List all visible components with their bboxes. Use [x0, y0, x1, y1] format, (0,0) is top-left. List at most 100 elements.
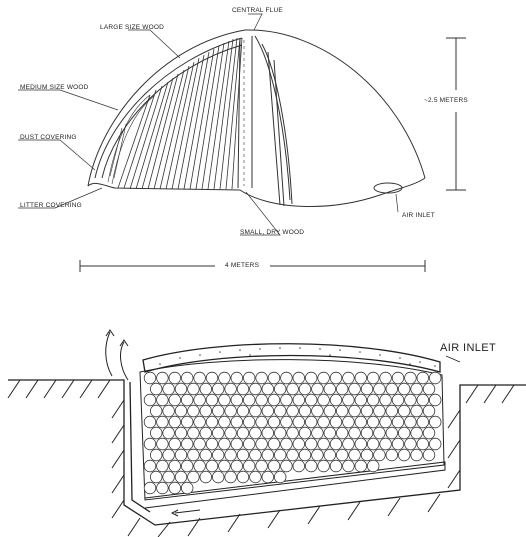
log: [157, 460, 169, 472]
log: [411, 449, 423, 461]
smoke-arrow-left: [121, 342, 128, 380]
log: [318, 438, 330, 450]
log: [175, 471, 187, 483]
log: [250, 427, 262, 439]
log: [293, 372, 305, 384]
log: [349, 449, 361, 461]
log: [429, 416, 441, 428]
log: [231, 394, 243, 406]
log: [361, 383, 373, 395]
log: [175, 383, 187, 395]
log: [219, 394, 231, 406]
log: [256, 372, 268, 384]
label-air-inlet-pit: AIR INLET: [440, 342, 496, 354]
log: [398, 427, 410, 439]
log: [299, 427, 311, 439]
log: [268, 372, 280, 384]
log: [299, 449, 311, 461]
log: [355, 438, 367, 450]
log: [349, 405, 361, 417]
log: [181, 394, 193, 406]
log: [417, 372, 429, 384]
log: [293, 416, 305, 428]
log: [144, 460, 156, 472]
log: [157, 394, 169, 406]
log: [212, 427, 224, 439]
log: [206, 438, 218, 450]
log: [287, 383, 299, 395]
log: [423, 383, 435, 395]
log: [423, 405, 435, 417]
log: [150, 383, 162, 395]
log: [287, 449, 299, 461]
label-central-flue: CENTRAL FLUE: [232, 7, 283, 14]
log: [200, 383, 212, 395]
log: [225, 449, 237, 461]
log: [188, 449, 200, 461]
log: [268, 394, 280, 406]
log: [305, 394, 317, 406]
log: [169, 416, 181, 428]
log: [157, 438, 169, 450]
log: [163, 405, 175, 417]
log: [411, 427, 423, 439]
log: [336, 449, 348, 461]
log: [293, 394, 305, 406]
log: [374, 427, 386, 439]
log: [163, 449, 175, 461]
log: [256, 394, 268, 406]
log: [305, 438, 317, 450]
label-width: 4 METERS: [225, 262, 259, 269]
log: [349, 427, 361, 439]
log: [219, 416, 231, 428]
log: [367, 416, 379, 428]
log: [318, 372, 330, 384]
log: [274, 405, 286, 417]
log: [374, 405, 386, 417]
log: [181, 416, 193, 428]
log: [268, 460, 280, 472]
log: [200, 471, 212, 483]
log: [157, 372, 169, 384]
label-medium-wood: MEDIUM SIZE WOOD: [20, 84, 89, 91]
log: [330, 394, 342, 406]
log: [250, 449, 262, 461]
log: [361, 427, 373, 439]
log: [318, 394, 330, 406]
log: [281, 416, 293, 428]
log: [405, 416, 417, 428]
log: [144, 438, 156, 450]
log: [312, 405, 324, 417]
log: [386, 449, 398, 461]
log: [194, 394, 206, 406]
log: [398, 405, 410, 417]
log: [349, 383, 361, 395]
log: [411, 405, 423, 417]
log: [398, 449, 410, 461]
log: [206, 372, 218, 384]
log: [206, 416, 218, 428]
log: [299, 405, 311, 417]
log: [423, 449, 435, 461]
log: [330, 460, 342, 472]
log: [293, 460, 305, 472]
log: [188, 427, 200, 439]
log: [219, 438, 231, 450]
log: [188, 471, 200, 483]
label-dust-covering: DUST COVERING: [20, 134, 77, 141]
log: [163, 471, 175, 483]
log: [361, 405, 373, 417]
log: [330, 438, 342, 450]
log: [206, 460, 218, 472]
log: [175, 449, 187, 461]
log: [324, 405, 336, 417]
log: [163, 383, 175, 395]
log: [262, 449, 274, 461]
log: [181, 372, 193, 384]
log: [231, 438, 243, 450]
log: [212, 471, 224, 483]
log: [188, 405, 200, 417]
log: [237, 471, 249, 483]
log: [355, 372, 367, 384]
